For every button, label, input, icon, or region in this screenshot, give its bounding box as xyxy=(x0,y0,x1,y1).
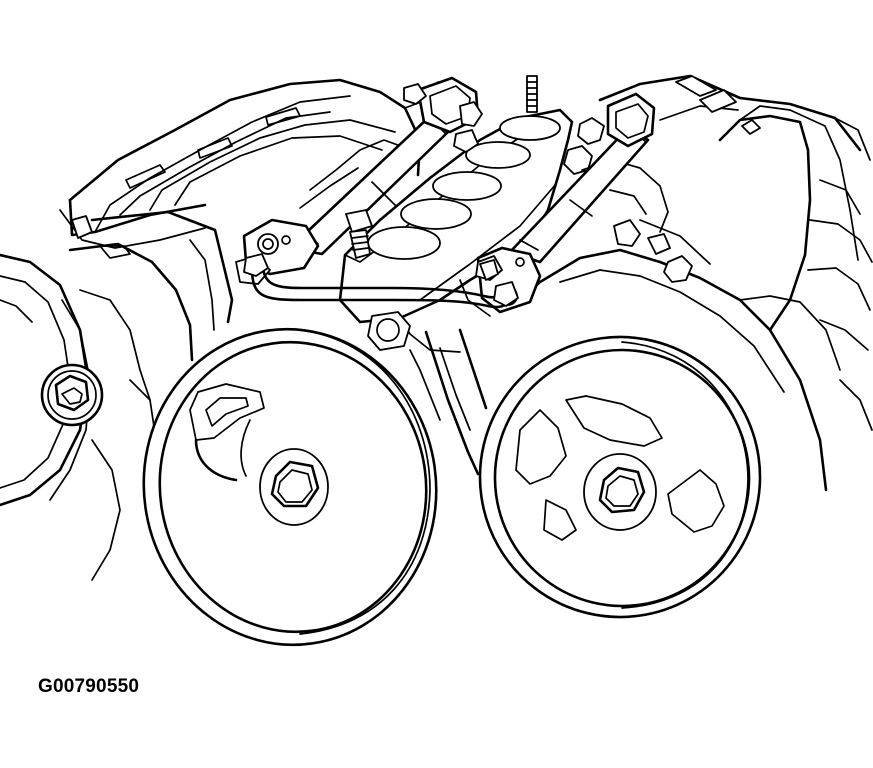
right-reservoir-cap xyxy=(608,94,654,146)
figure-code-label: G00790550 xyxy=(38,676,140,697)
intake-manifold xyxy=(340,76,604,352)
left-pump-flange xyxy=(236,220,318,284)
right-pump-pulley xyxy=(462,319,778,635)
crossover-tube xyxy=(244,254,518,307)
center-bracket xyxy=(368,312,486,474)
left-pump-pulley xyxy=(123,310,456,664)
left-reservoir-cap xyxy=(418,78,482,132)
left-crank-bolt xyxy=(42,365,102,425)
right-cylinder-head xyxy=(600,76,872,430)
hardware-details xyxy=(282,84,670,280)
